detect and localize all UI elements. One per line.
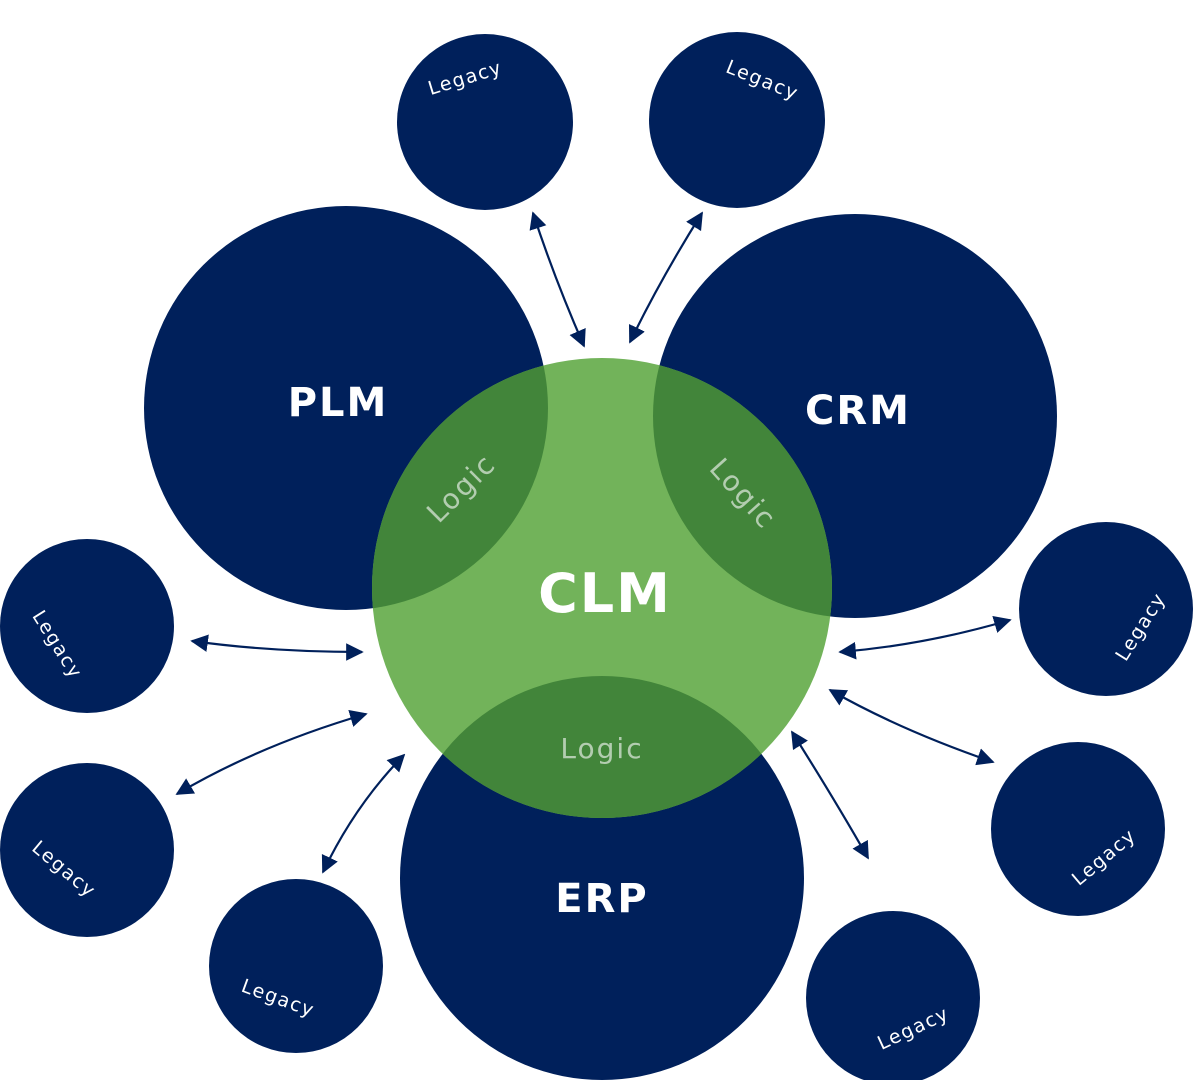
erp-label: ERP	[555, 876, 648, 922]
connection-arrows	[175, 211, 1012, 874]
legacy-node	[1019, 522, 1193, 696]
legacy-node	[649, 32, 825, 208]
crm-label: CRM	[805, 388, 911, 434]
legacy-node	[991, 742, 1165, 916]
connection-arrow	[175, 710, 368, 795]
legacy-node	[0, 763, 174, 937]
legacy-nodes	[0, 32, 1193, 1080]
logic-overlap-crm	[653, 358, 832, 618]
connection-arrow	[321, 753, 406, 874]
connection-arrow	[190, 634, 364, 661]
connection-arrow	[828, 689, 995, 766]
logic-overlap-erp	[400, 676, 804, 818]
logic-overlap-plm	[372, 358, 548, 610]
connection-arrow	[791, 730, 869, 860]
connection-arrow	[838, 616, 1012, 660]
legacy-node	[0, 539, 174, 713]
connection-arrow	[628, 211, 703, 344]
clm-label: CLM	[538, 562, 672, 625]
plm-label: PLM	[288, 380, 389, 426]
legacy-node	[397, 34, 573, 210]
connection-arrow	[529, 211, 586, 348]
legacy-node	[209, 879, 383, 1053]
legacy-node	[806, 911, 980, 1080]
logic-label-erp: Logic	[560, 732, 643, 765]
